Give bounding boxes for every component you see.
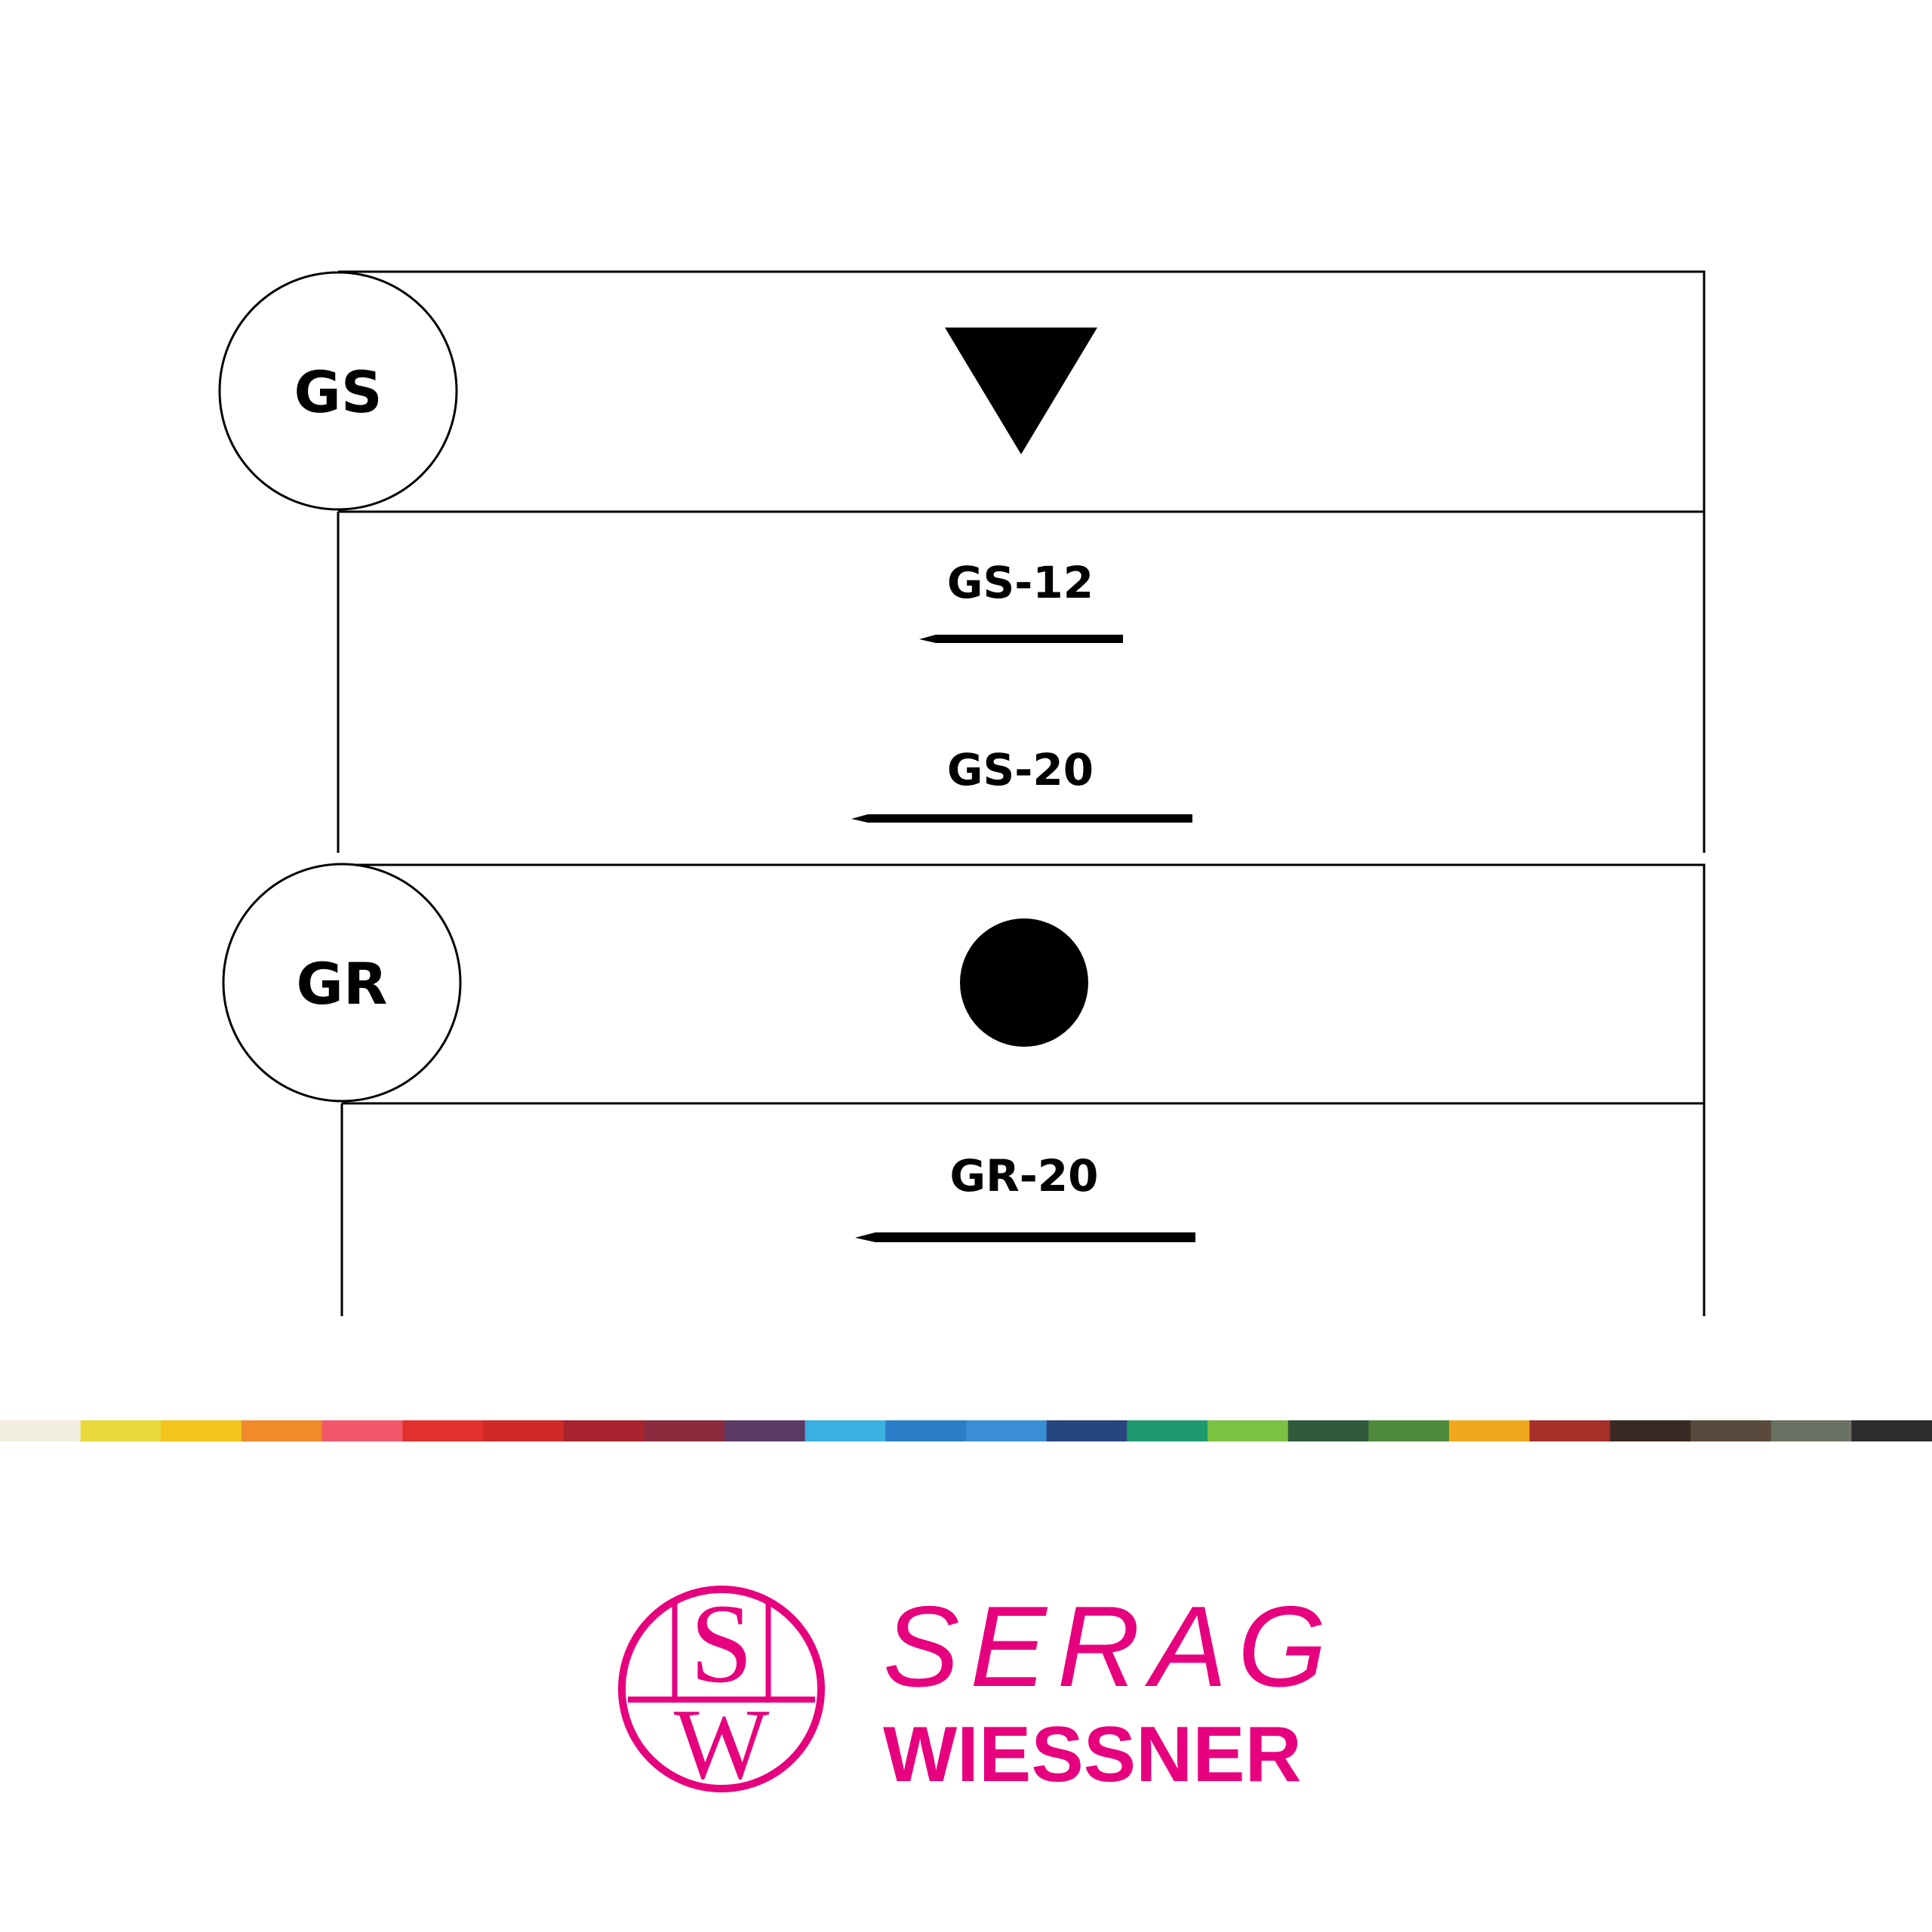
gs-12-needle	[919, 635, 1123, 643]
color-stripe-segment	[0, 1420, 82, 1441]
color-stripe-segment	[1610, 1420, 1691, 1441]
gr-20-needle	[855, 1232, 1195, 1242]
color-stripe-segment	[966, 1420, 1048, 1441]
color-stripe-segment	[483, 1420, 565, 1441]
brand-line-wiessner: WIESSNER	[883, 1711, 1302, 1798]
gr-badge-label: GR	[297, 950, 388, 1017]
gs-badge-label: GS	[294, 358, 382, 426]
svg-text:W: W	[674, 1688, 770, 1800]
color-stripe-segment	[885, 1420, 967, 1441]
gs-frame	[337, 270, 1706, 853]
svg-text:S: S	[690, 1581, 752, 1706]
serag-wiessner-logo: S W SERAG WIESSNER	[618, 1581, 1337, 1800]
color-stripe-segment	[563, 1420, 645, 1441]
gr-frame	[340, 863, 1706, 1316]
thread-color-stripe	[0, 1420, 1932, 1441]
sw-monogram-icon: S W	[618, 1581, 825, 1800]
gr-badge-circle	[222, 863, 462, 1103]
gr-20-label: GR-20	[949, 1150, 1098, 1201]
color-stripe-segment	[1770, 1420, 1852, 1441]
circle-icon	[960, 918, 1088, 1047]
color-stripe-segment	[242, 1420, 323, 1441]
color-stripe-segment	[1690, 1420, 1772, 1441]
color-stripe-segment	[1851, 1420, 1932, 1441]
color-stripe-segment	[321, 1420, 403, 1441]
gs-12-label: GS-12	[947, 557, 1094, 608]
gs-20-label: GS-20	[947, 744, 1094, 795]
color-stripe-segment	[1127, 1420, 1208, 1441]
brand-line-serag: SERAG	[883, 1583, 1337, 1711]
color-stripe-segment	[1529, 1420, 1611, 1441]
color-stripe-segment	[724, 1420, 806, 1441]
color-stripe-segment	[1449, 1420, 1531, 1441]
color-stripe-segment	[80, 1420, 162, 1441]
color-stripe-segment	[402, 1420, 484, 1441]
triangle-down-icon	[945, 328, 1097, 454]
group-gs: GS GS-12 GS-20	[218, 270, 1706, 853]
group-gr: GR GR-20	[222, 863, 1706, 1316]
gs-badge-circle	[218, 271, 458, 511]
gs-20-needle	[851, 814, 1192, 823]
color-stripe-segment	[161, 1420, 242, 1441]
color-stripe-segment	[1368, 1420, 1450, 1441]
color-stripe-segment	[1046, 1420, 1128, 1441]
color-stripe-segment	[1208, 1420, 1289, 1441]
color-stripe-segment	[804, 1420, 886, 1441]
color-stripe-segment	[644, 1420, 725, 1441]
color-stripe-segment	[1287, 1420, 1369, 1441]
